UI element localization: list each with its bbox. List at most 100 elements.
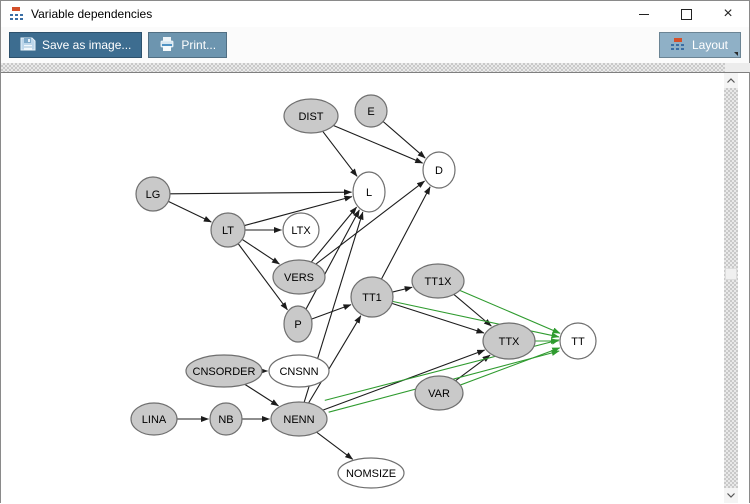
- node-ellipse: [283, 305, 313, 343]
- edge-LT-P: [237, 243, 288, 311]
- node-layer: DIST E D LG L LT LTX VERS P TT1 TT1X TTX TT VAR CNSORD…: [130, 94, 597, 489]
- graph-node-nenn[interactable]: NENN: [270, 401, 328, 437]
- close-button[interactable]: ×: [707, 1, 749, 27]
- node-label: D: [435, 165, 443, 177]
- graph-node-lina[interactable]: LINA: [130, 402, 178, 436]
- edge-TT1X-TT: [459, 289, 561, 334]
- node-label: NB: [218, 414, 233, 426]
- edge-P-TT1: [311, 304, 352, 320]
- node-label: LTX: [291, 225, 311, 237]
- edge-NENN-NOMSIZE: [316, 431, 354, 460]
- node-label: P: [294, 319, 301, 331]
- edge-P-L: [305, 209, 360, 310]
- node-ellipse: [350, 276, 394, 318]
- node-ellipse: [268, 354, 330, 388]
- save-as-image-button[interactable]: Save as image...: [9, 32, 143, 58]
- node-ellipse: [270, 401, 328, 437]
- node-ellipse: [210, 212, 246, 248]
- graph-node-dist[interactable]: DIST: [283, 98, 339, 134]
- node-label: E: [367, 106, 374, 118]
- node-label: CNSORDER: [193, 366, 256, 378]
- node-ellipse: [337, 457, 405, 489]
- node-label: LT: [222, 225, 234, 237]
- edge-DIST-L: [322, 130, 358, 177]
- edge-E-D: [382, 121, 426, 159]
- graph-node-l[interactable]: L: [352, 171, 386, 213]
- node-label: LINA: [142, 414, 167, 426]
- graph-node-e[interactable]: E: [354, 94, 388, 128]
- graph-node-tt1x[interactable]: TT1X: [411, 263, 465, 299]
- save-floppy-icon: [20, 36, 36, 55]
- app-sitemap-icon: [9, 6, 25, 22]
- chevron-up-icon: [727, 78, 735, 83]
- graph-node-tt[interactable]: TT: [559, 322, 597, 360]
- edge-LT-VERS: [241, 238, 280, 265]
- graph-node-tt1[interactable]: TT1: [350, 276, 394, 318]
- node-ellipse: [283, 98, 339, 134]
- node-label: TT1: [362, 292, 382, 304]
- graph-node-lg[interactable]: LG: [135, 176, 171, 212]
- graph-node-p[interactable]: P: [283, 305, 313, 343]
- node-ellipse: [354, 94, 388, 128]
- horizontal-scrollbar[interactable]: [1, 63, 725, 72]
- graph-node-ltx[interactable]: LTX: [282, 212, 320, 248]
- edge-CNSORDER-NENN: [244, 383, 279, 407]
- node-label: VERS: [284, 272, 314, 284]
- save-as-image-label: Save as image...: [42, 38, 132, 52]
- node-label: LG: [146, 189, 161, 201]
- edge-TT1-TTX: [391, 302, 485, 334]
- printer-icon: [159, 36, 175, 55]
- scroll-up-button[interactable]: [724, 73, 738, 88]
- edge-LG-LT: [168, 200, 212, 223]
- scroll-track[interactable]: [724, 88, 738, 488]
- layout-icon: [670, 36, 686, 55]
- maximize-icon: [680, 8, 692, 20]
- graph-node-cnsorder[interactable]: CNSORDER: [185, 354, 263, 388]
- graph-canvas[interactable]: DIST E D LG L LT LTX VERS P TT1 TT1X TTX TT VAR CNSORD…: [1, 72, 749, 504]
- minimize-button[interactable]: [623, 1, 665, 27]
- layout-label: Layout: [691, 38, 728, 52]
- node-ellipse: [135, 176, 171, 212]
- scroll-down-button[interactable]: [724, 488, 738, 503]
- graph-node-nb[interactable]: NB: [209, 402, 243, 436]
- edge-TT1-TT: [392, 300, 560, 339]
- edge-TT1-D: [380, 186, 431, 280]
- graph-node-ttx[interactable]: TTX: [482, 322, 536, 360]
- dependency-graph[interactable]: DIST E D LG L LT LTX VERS P TT1 TT1X TTX TT VAR CNSORD…: [1, 73, 725, 504]
- node-ellipse: [130, 402, 178, 436]
- titlebar: Variable dependencies ×: [1, 1, 749, 27]
- window-title: Variable dependencies: [31, 7, 153, 21]
- print-button[interactable]: Print...: [148, 32, 228, 58]
- node-ellipse: [482, 322, 536, 360]
- edge-LG-L: [169, 189, 353, 196]
- maximize-button[interactable]: [665, 1, 707, 27]
- scrollbar-corner: [725, 63, 750, 72]
- node-label: CNSNN: [279, 366, 318, 378]
- edge-VAR-TT: [460, 347, 561, 386]
- graph-node-vers[interactable]: VERS: [272, 259, 326, 295]
- graph-node-var[interactable]: VAR: [414, 375, 464, 411]
- print-label: Print...: [181, 38, 217, 52]
- node-ellipse: [352, 171, 386, 213]
- node-ellipse: [422, 151, 456, 189]
- layout-button[interactable]: Layout: [658, 32, 741, 58]
- node-ellipse: [209, 402, 243, 436]
- node-ellipse: [559, 322, 597, 360]
- graph-node-nomsize[interactable]: NOMSIZE: [337, 457, 405, 489]
- node-ellipse: [282, 212, 320, 248]
- node-label: TT: [571, 336, 585, 348]
- node-ellipse: [272, 259, 326, 295]
- scroll-thumb[interactable]: [725, 268, 737, 280]
- node-label: VAR: [428, 388, 450, 400]
- toolbar: Save as image... Print... Layout: [1, 27, 749, 63]
- graph-node-lt[interactable]: LT: [210, 212, 246, 248]
- vertical-scrollbar[interactable]: [724, 73, 738, 503]
- edge-TT1-TT1X: [392, 286, 413, 293]
- graph-node-cnsnn[interactable]: CNSNN: [268, 354, 330, 388]
- node-label: DIST: [298, 111, 323, 123]
- close-icon: ×: [723, 5, 733, 22]
- graph-node-d[interactable]: D: [422, 151, 456, 189]
- node-ellipse: [414, 375, 464, 411]
- node-label: NENN: [283, 414, 314, 426]
